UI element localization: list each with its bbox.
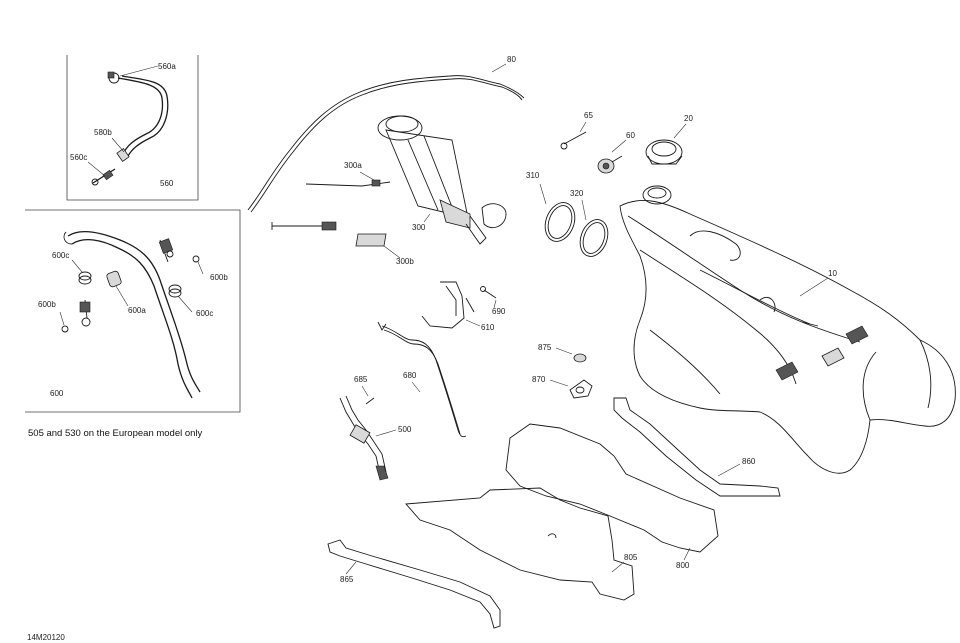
inset-box-600: 600c 600b 600b 600a 600c 600: [25, 209, 241, 413]
strap-865: 865: [327, 539, 501, 629]
callout-20: 20: [684, 114, 693, 123]
callout-310: 310: [526, 171, 540, 180]
vent-hose-560: [117, 77, 164, 153]
callout-600c-right: 600c: [196, 309, 213, 318]
valve-560c: [91, 168, 116, 186]
clamp-560a: [107, 71, 120, 84]
screw-65: 65: [560, 111, 593, 150]
valve-600-right: [158, 238, 174, 263]
bracket-610: 610: [421, 281, 495, 332]
callout-65: 65: [584, 111, 593, 120]
drawing-id: 14M20120: [27, 633, 65, 642]
callout-560: 560: [160, 179, 174, 188]
screw-690: 690: [480, 286, 506, 316]
callout-610: 610: [481, 323, 495, 332]
callout-680: 680: [403, 371, 417, 380]
callout-600: 600: [50, 389, 64, 398]
callout-860: 860: [742, 457, 756, 466]
washer-600b-left: [61, 325, 69, 333]
european-model-note: 505 and 530 on the European model only: [28, 428, 203, 439]
clamp-600c-left: [78, 271, 92, 285]
callout-800: 800: [676, 561, 690, 570]
grommet-875: 875: [538, 343, 587, 363]
callout-60: 60: [626, 131, 635, 140]
inset-box-560: 560a 580b 560c 560: [66, 55, 199, 201]
level-sender-300b: 300b: [271, 221, 414, 266]
callout-875: 875: [538, 343, 552, 352]
callout-600b-left: 600b: [38, 300, 56, 309]
vent-line-80: 80: [247, 55, 525, 213]
callout-500: 500: [398, 425, 412, 434]
protector-pad-805: 805: [405, 487, 638, 601]
fuel-cap-20: 20: [645, 114, 693, 165]
callout-80: 80: [507, 55, 516, 64]
callout-300: 300: [412, 223, 426, 232]
callout-580b: 580b: [94, 128, 112, 137]
fuel-pump-300: 300: [377, 115, 507, 245]
callout-300b: 300b: [396, 257, 414, 266]
callout-560c: 560c: [70, 153, 87, 162]
seal-320: 320: [570, 189, 609, 257]
sender-wire-300a: 300a: [305, 161, 391, 187]
seal-310: 310: [526, 171, 576, 242]
bracket-870: 870: [532, 375, 593, 399]
callout-560a: 560a: [158, 62, 176, 71]
callout-600a: 600a: [128, 306, 146, 315]
screw-685: 685: [354, 375, 375, 405]
callout-870: 870: [532, 375, 546, 384]
callout-690: 690: [492, 307, 506, 316]
clamp-60: 60: [597, 131, 635, 174]
valve-600-left: [79, 299, 91, 327]
callout-805: 805: [624, 553, 638, 562]
callout-865: 865: [340, 575, 354, 584]
clamp-600a: [106, 270, 122, 288]
fuel-tank-10: 10: [619, 185, 956, 474]
strap-860: 860: [613, 397, 781, 497]
callout-600c-left: 600c: [52, 251, 69, 260]
protector-pad-800: 800: [505, 423, 719, 570]
wire-harness-680: 680: [377, 321, 467, 438]
fitting-580b: [116, 148, 130, 162]
callout-320: 320: [570, 189, 584, 198]
washer-600b-right: [192, 255, 200, 263]
callout-10: 10: [828, 269, 837, 278]
callout-300a: 300a: [344, 161, 362, 170]
callout-600b-right: 600b: [210, 273, 228, 282]
callout-685: 685: [354, 375, 368, 384]
filler-hose-600a: [67, 230, 201, 393]
clamp-600c-right: [168, 284, 182, 298]
harness-500: 500: [339, 395, 412, 481]
